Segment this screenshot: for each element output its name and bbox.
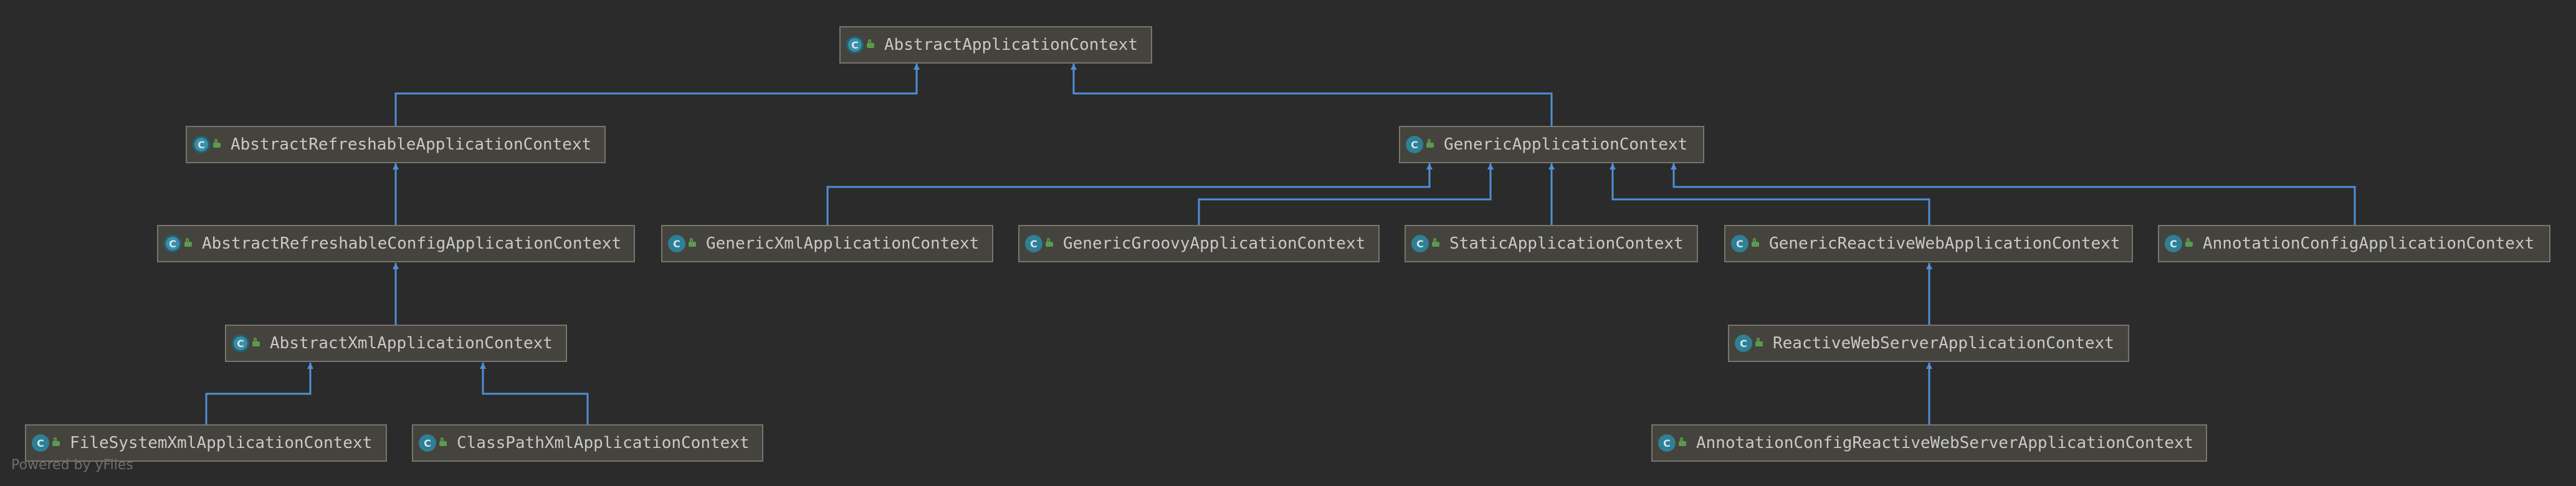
public-access-icon [52,437,61,448]
class-node-file-system-xml-application-context[interactable]: C FileSystemXmlApplicationContext [25,424,387,462]
abstract-class-icon: C [164,235,181,252]
edge-grwac-to-gac [1610,163,1930,226]
class-name: AnnotationConfigApplicationContext [2203,234,2535,253]
class-icon: C [2165,235,2182,252]
class-node-abstract-xml-application-context[interactable]: C AbstractXmlApplicationContext [225,325,567,362]
public-access-icon [1432,238,1441,249]
class-name: FileSystemXmlApplicationContext [70,434,373,452]
class-icon: C [1731,235,1748,252]
public-access-icon [213,139,222,150]
class-icon: C [668,235,685,252]
edge-ggac-to-gac [1198,163,1494,226]
edge-gxac-to-gac [826,163,1433,226]
edge-acac-to-gac [1671,163,2356,226]
public-access-icon [1752,238,1760,249]
class-name: AbstractXmlApplicationContext [270,334,553,353]
class-name: GenericGroovyApplicationContext [1063,234,1366,253]
class-node-annotation-config-reactive-web-server-application-context[interactable]: C AnnotationConfigReactiveWebServerAppli… [1651,424,2207,462]
class-node-annotation-config-application-context[interactable]: C AnnotationConfigApplicationContext [2158,225,2550,262]
class-node-abstract-refreshable-application-context[interactable]: C AbstractRefreshableApplicationContext [186,126,606,163]
class-icon: C [1735,335,1752,352]
class-name: StaticApplicationContext [1449,234,1684,253]
public-access-icon [252,338,261,348]
class-node-generic-groovy-application-context[interactable]: C GenericGroovyApplicationContext [1018,225,1380,262]
class-name: AbstractRefreshableApplicationContext [231,135,592,154]
class-node-generic-application-context[interactable]: C GenericApplicationContext [1399,126,1704,163]
public-access-icon [867,39,875,50]
edge-fsxac-to-axac [205,363,313,425]
abstract-class-icon: C [846,36,864,54]
abstract-class-icon: C [232,335,249,352]
public-access-icon [2185,238,2194,249]
class-icon: C [1658,434,1676,452]
public-access-icon [184,238,193,249]
edge-arac-to-aac [394,64,920,126]
edge-gac-to-aac [1071,64,1553,126]
public-access-icon [439,437,448,448]
class-name: AbstractApplicationContext [884,36,1138,54]
class-node-reactive-web-server-application-context[interactable]: C ReactiveWebServerApplicationContext [1728,325,2129,362]
powered-by-credit: Powered by yFiles [11,457,133,473]
public-access-icon [1426,139,1435,150]
class-icon: C [419,434,436,452]
class-icon: C [1025,235,1042,252]
class-name: GenericApplicationContext [1444,135,1688,154]
class-node-abstract-refreshable-config-application-context[interactable]: C AbstractRefreshableConfigApplicationCo… [157,225,635,262]
public-access-icon [1046,238,1054,249]
class-name: AbstractRefreshableConfigApplicationCont… [202,234,622,253]
class-node-class-path-xml-application-context[interactable]: C ClassPathXmlApplicationContext [412,424,763,462]
public-access-icon [1755,338,1764,348]
class-node-generic-xml-application-context[interactable]: C GenericXmlApplicationContext [661,225,993,262]
class-node-abstract-application-context[interactable]: C AbstractApplicationContext [839,26,1152,64]
class-name: AnnotationConfigReactiveWebServerApplica… [1696,434,2194,452]
class-node-static-application-context[interactable]: C StaticApplicationContext [1405,225,1698,262]
class-name: GenericXmlApplicationContext [706,234,980,253]
public-access-icon [1679,437,1687,448]
class-node-generic-reactive-web-application-context[interactable]: C GenericReactiveWebApplicationContext [1724,225,2133,262]
class-icon: C [1411,235,1429,252]
abstract-class-icon: C [193,136,210,153]
class-icon: C [1406,136,1423,153]
edge-cpxac-to-axac [480,363,589,425]
class-name: GenericReactiveWebApplicationContext [1769,234,2120,253]
public-access-icon [689,238,697,249]
class-icon: C [32,434,49,452]
class-name: ReactiveWebServerApplicationContext [1773,334,2114,353]
class-name: ClassPathXmlApplicationContext [457,434,750,452]
